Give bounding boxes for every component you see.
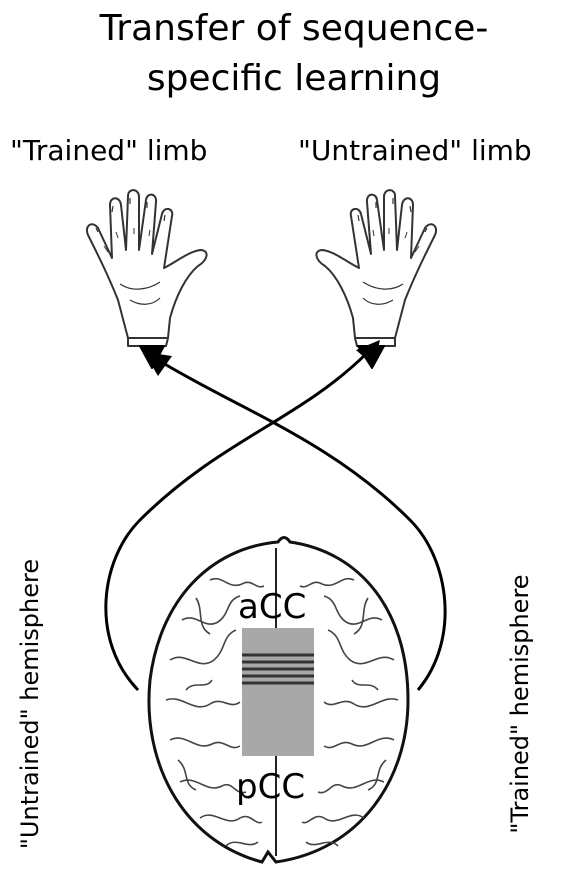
brain-icon [147, 536, 410, 864]
diagram-title-line-1: Transfer of sequence- [99, 8, 489, 49]
trained-hemisphere-label: "Trained" hemisphere [506, 574, 534, 834]
posterior-cc-label: pCC [236, 767, 306, 807]
arrowhead-right-limb [356, 340, 380, 366]
untrained-hemisphere-label: "Untrained" hemisphere [16, 558, 44, 850]
diagram-title-line-2: specific learning [146, 58, 442, 99]
arrow-left-hemisphere-to-right-limb [104, 350, 370, 692]
anterior-cc-label: aCC [238, 587, 307, 627]
stimulation-bands [242, 653, 314, 685]
left-hand-icon [86, 189, 208, 369]
right-hand-icon [315, 189, 437, 369]
arrowhead-left-limb [144, 352, 172, 376]
arrow-right-hemisphere-to-left-limb [157, 358, 447, 691]
corpus-callosum-box [242, 628, 314, 756]
trained-limb-label: "Trained" limb [10, 134, 208, 167]
untrained-limb-label: "Untrained" limb [298, 134, 532, 167]
